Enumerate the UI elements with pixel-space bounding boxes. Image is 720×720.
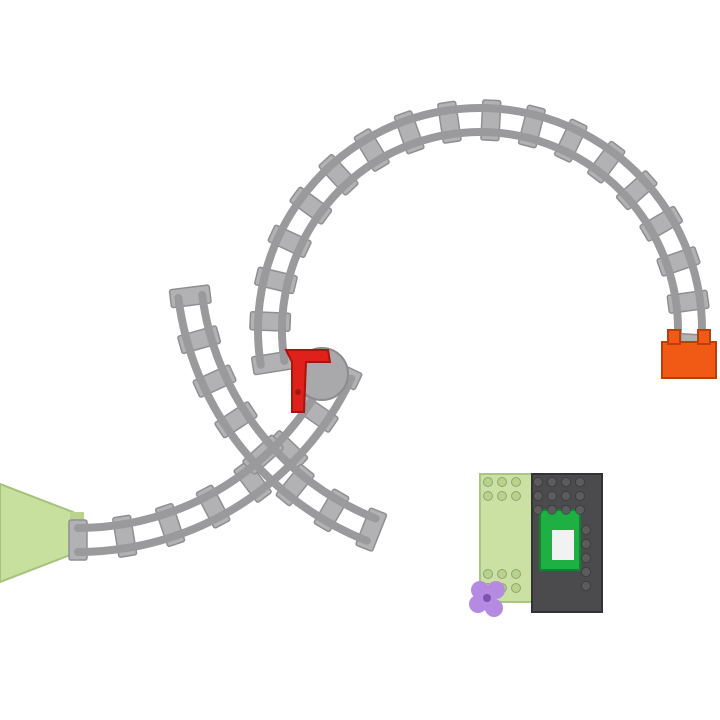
brick-stud xyxy=(511,569,521,579)
brick-stud xyxy=(533,477,543,487)
brick-stud xyxy=(533,491,543,501)
brick-stud xyxy=(547,491,557,501)
brick-stud xyxy=(581,567,591,577)
track-rail xyxy=(278,128,682,365)
brick-stud xyxy=(581,553,591,563)
brick-stud xyxy=(483,491,493,501)
track-rail xyxy=(74,364,334,532)
brick-stud xyxy=(561,505,571,515)
brick-stud xyxy=(547,505,557,515)
brick-stud xyxy=(483,477,493,487)
brick-stud xyxy=(575,505,585,515)
brick-stud xyxy=(533,505,543,515)
brick-stud xyxy=(575,491,585,501)
tunnel-base xyxy=(479,473,603,613)
switch xyxy=(284,347,349,413)
track-rail xyxy=(198,290,380,523)
brick-stud xyxy=(561,491,571,501)
brick-studs xyxy=(483,477,591,593)
brick-stud xyxy=(581,539,591,549)
track-rail xyxy=(74,374,356,556)
brick-stud xyxy=(581,581,591,591)
brick-stud xyxy=(483,569,493,579)
brick-stud xyxy=(497,569,507,579)
brick-stud xyxy=(561,477,571,487)
track-rail xyxy=(174,293,371,545)
brick-stud xyxy=(575,477,585,487)
track-rails xyxy=(74,104,706,556)
brick-stud xyxy=(497,477,507,487)
brick-stud xyxy=(581,525,591,535)
brick-stud xyxy=(497,491,507,501)
brick-stud xyxy=(511,491,521,501)
flower xyxy=(469,581,505,617)
buffer-stop xyxy=(661,329,717,379)
brick-stud xyxy=(547,477,557,487)
brick-stud xyxy=(511,583,521,593)
brick-stud xyxy=(511,477,521,487)
track-rail xyxy=(254,104,706,369)
